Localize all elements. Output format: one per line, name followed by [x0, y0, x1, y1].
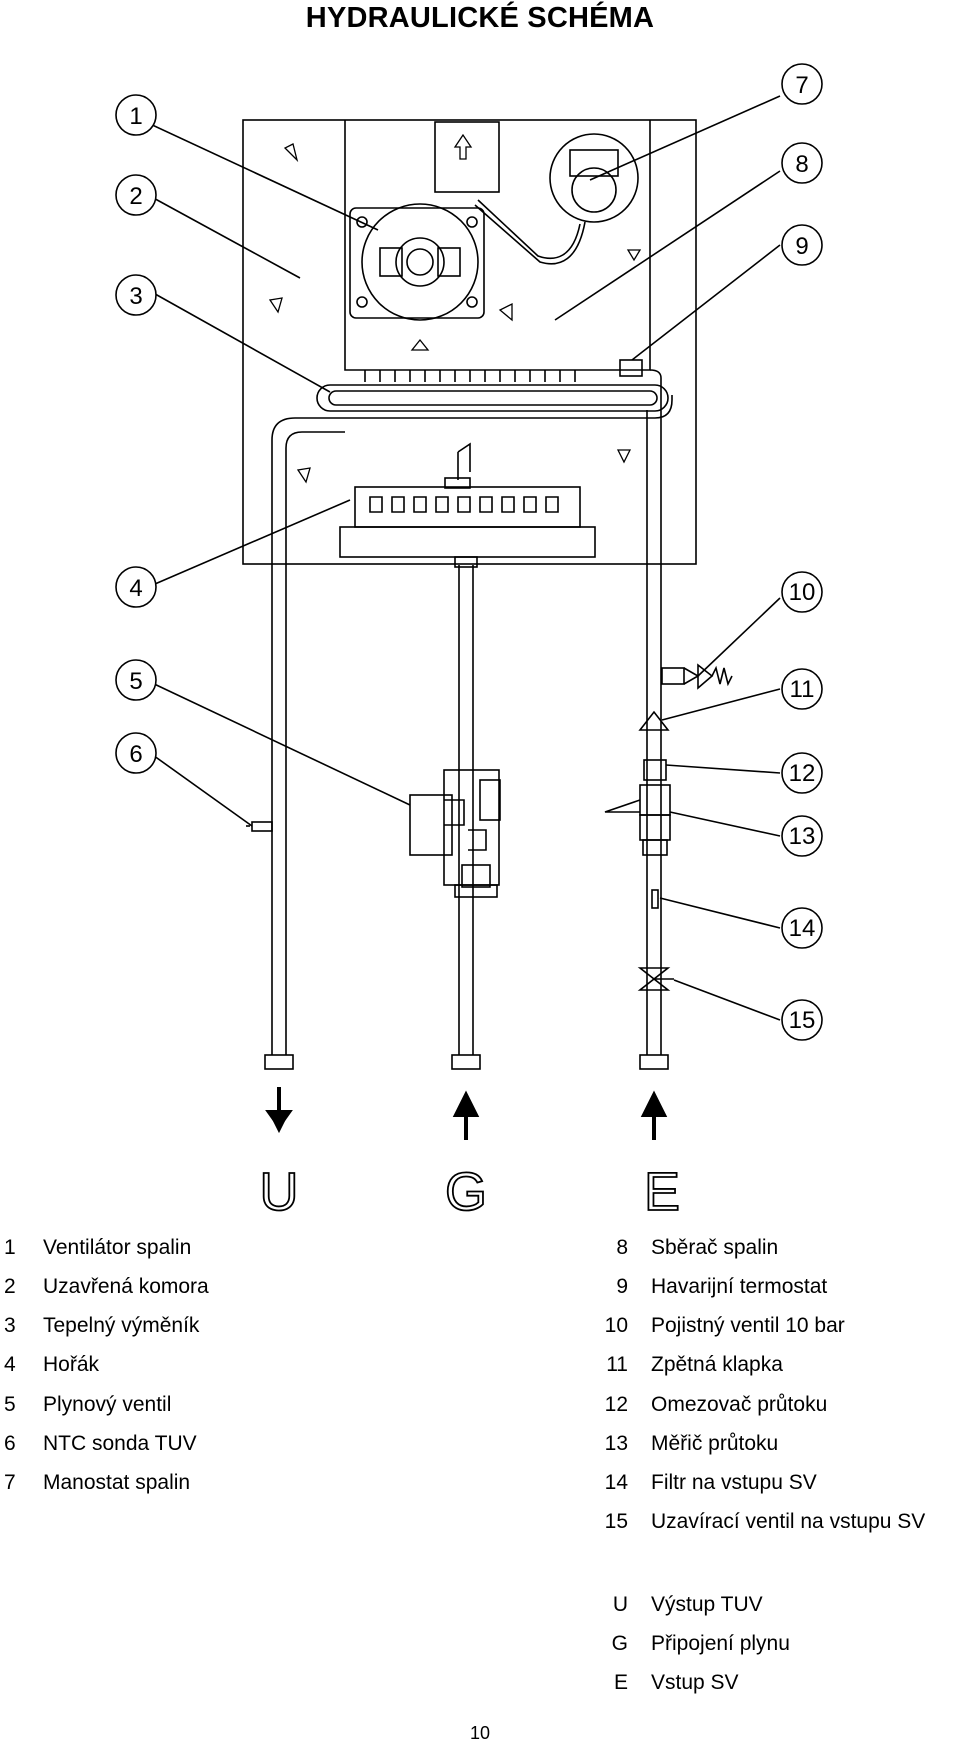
callout-10: 10 [789, 579, 816, 606]
callout-1: 1 [129, 103, 142, 130]
flue-outlet [434, 121, 500, 193]
callout-9: 9 [795, 233, 808, 260]
boiler-casing [242, 119, 697, 565]
inlet-filter [651, 889, 659, 909]
connection-label-e: E [644, 1162, 680, 1222]
closed-chamber-outline [344, 120, 651, 371]
connection-label-u: U [260, 1162, 299, 1222]
callout-7: 7 [795, 72, 808, 99]
inlet-shutoff-valve [637, 967, 674, 991]
heat-exchanger [316, 359, 669, 412]
callout-13: 13 [789, 823, 816, 850]
callout-15: 15 [789, 1007, 816, 1034]
flue-fan [349, 203, 485, 321]
safety-valve [661, 663, 733, 690]
page-title: HYDRAULICKÉ SCHÉMA [305, 2, 655, 34]
connection-label-g: G [445, 1162, 487, 1222]
callout-2: 2 [129, 183, 142, 210]
callout-12: 12 [789, 760, 816, 787]
pipe-dhw-outlet [271, 395, 673, 1055]
non-return-valve [638, 710, 670, 731]
pipe-gas [458, 565, 474, 1055]
gas-valve [409, 769, 501, 898]
callout-11: 11 [790, 676, 815, 703]
callout-4: 4 [129, 575, 142, 602]
pipe-cold-water [646, 369, 662, 1055]
flow-meter [604, 759, 671, 856]
callout-6: 6 [129, 741, 142, 768]
burner [339, 442, 596, 558]
hydraulic-diagram: 1 2 3 4 5 6 7 8 9 10 11 12 13 14 15 U G … [115, 63, 823, 1223]
callout-8: 8 [795, 151, 808, 178]
callout-14: 14 [789, 915, 816, 942]
callout-3: 3 [129, 283, 142, 310]
callout-5: 5 [129, 668, 142, 695]
ntc-probe [246, 821, 273, 832]
flue-pressure-switch [474, 133, 639, 265]
page-number: 10 [469, 1723, 491, 1743]
